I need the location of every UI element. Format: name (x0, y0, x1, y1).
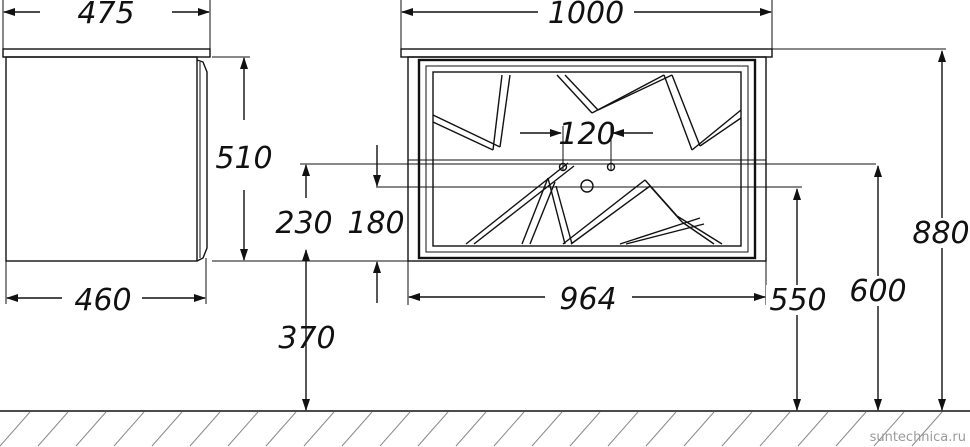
front-view (400, 48, 773, 262)
label-460: 460 (74, 283, 131, 318)
dim-cabinet-height: 510 (212, 56, 410, 262)
label-120: 120 (558, 117, 615, 152)
dim-front-width-top: 1000 (400, 0, 773, 49)
dim-side-depth-top: 475 (2, 0, 211, 49)
dim-front-width-inner: 964 (407, 261, 767, 317)
dim-floor-to-drain: 550 (766, 188, 830, 411)
dim-floor-to-top-mount: 600 (846, 165, 910, 411)
label-880: 880 (912, 216, 969, 251)
side-door-profile (196, 59, 208, 262)
label-1000: 1000 (548, 0, 624, 31)
dim-hole-spacing: 120 (520, 117, 653, 170)
front-cabinet-body (407, 56, 767, 262)
drain-hole (580, 179, 594, 193)
label-370: 370 (278, 321, 335, 356)
dim-side-depth-bottom: 460 (5, 258, 207, 318)
dim-total-height: 880 (911, 50, 970, 411)
dim-floor-to-bottom: 370 (278, 249, 336, 411)
door-decor-pattern (432, 74, 742, 245)
side-cabinet-body (5, 56, 198, 262)
front-countertop (400, 48, 773, 58)
side-countertop (2, 48, 211, 58)
label-550: 550 (769, 283, 826, 318)
door-frame-middle (425, 65, 749, 253)
floor-hatching (0, 411, 943, 447)
side-view (2, 48, 211, 262)
label-600: 600 (849, 274, 906, 309)
label-964: 964 (559, 282, 616, 317)
floor (0, 410, 970, 447)
label-230: 230 (275, 206, 332, 241)
label-475: 475 (77, 0, 134, 31)
door-glass-panel (432, 71, 742, 247)
dim-230: 230 (275, 164, 333, 241)
label-510: 510 (215, 141, 272, 176)
door-frame-outer (417, 58, 757, 260)
label-180: 180 (347, 206, 404, 241)
watermark: suntechnica.ru (870, 430, 966, 445)
dim-180: 180 (347, 145, 405, 303)
